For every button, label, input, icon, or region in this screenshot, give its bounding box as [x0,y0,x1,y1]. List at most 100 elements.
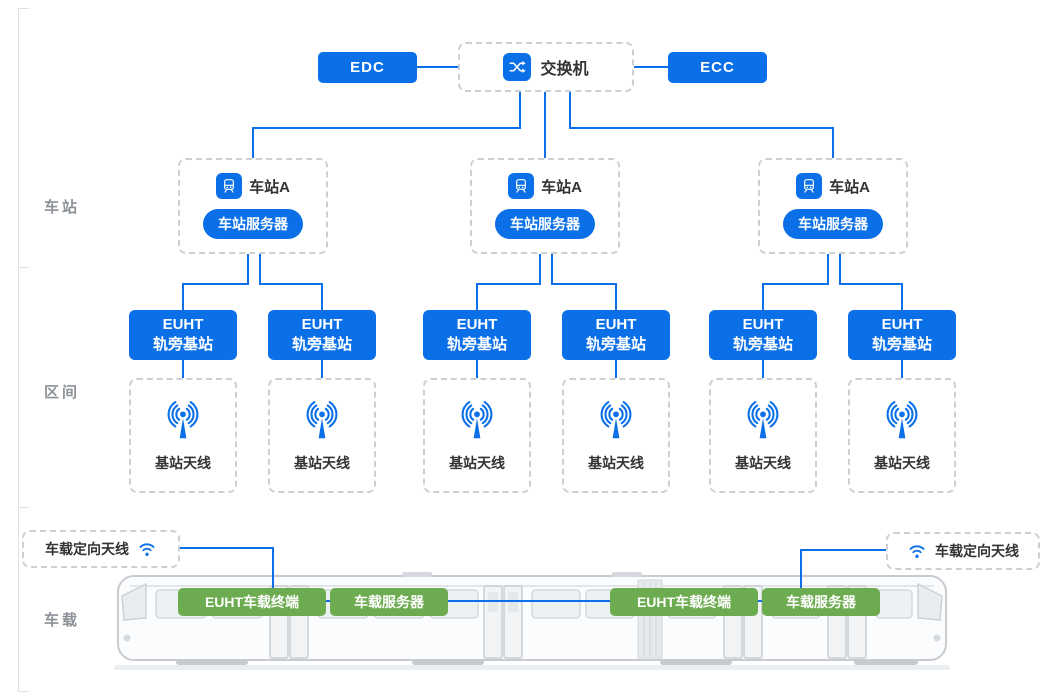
euht-base-station-2: EUHT 轨旁基站 [268,310,376,360]
base-antenna-label: 基站天线 [588,454,644,471]
station-name: 车站A [541,178,582,196]
connector-line [326,600,330,602]
connector-line [901,283,903,310]
base-antenna-node-5: 基站天线 [709,378,817,493]
connector-line [182,283,184,310]
connector-line [551,283,617,285]
connector-line [417,66,458,68]
connector-line [800,549,802,590]
connector-line [839,254,841,283]
onboard-directional-antenna-left: 车载定向天线 [22,530,180,568]
section-guide-tick [18,8,29,9]
connector-line [259,283,323,285]
connector-line [762,283,764,310]
base-antenna-label: 基站天线 [874,454,930,471]
base-antenna-label: 基站天线 [449,454,505,471]
section-guide-tick [18,691,29,692]
broadcast-antenna-icon [879,399,925,445]
switch-label: 交换机 [540,61,589,78]
connector-line [259,254,261,283]
switch-icon [503,53,532,81]
switch-node: 交换机 [458,42,634,92]
station-server-badge: 车站服务器 [203,209,303,239]
section-guide-line [18,8,19,692]
connector-line [252,127,254,158]
connector-line [832,127,834,158]
station-header: 车站A [796,173,870,199]
connector-line [519,92,521,127]
onboard-server-badge-2: 车载服务器 [762,588,880,616]
base-antenna-label: 基站天线 [735,454,791,471]
metro-train-icon [508,173,535,199]
connector-line [800,549,886,551]
connector-line [448,600,610,602]
euht-line2: 轨旁基站 [732,336,793,353]
connector-line [247,254,249,283]
section-guide-tick [18,267,29,268]
base-antenna-node-2: 基站天线 [268,378,376,493]
station-header: 车站A [508,173,582,199]
onboard-antenna-label: 车载定向天线 [45,541,129,557]
connector-line [762,283,829,285]
section-guide-tick [18,507,29,508]
euht-line2: 轨旁基站 [152,336,213,353]
connector-line [252,127,521,129]
euht-base-station-6: EUHT 轨旁基站 [848,310,956,360]
connector-line [551,254,553,283]
tram-illustration [112,562,952,674]
base-antenna-label: 基站天线 [155,454,211,471]
connector-line [321,283,323,310]
connector-line [476,283,478,310]
connector-line [758,600,762,602]
wifi-icon [137,540,157,558]
onboard-terminal-badge-2: EUHT车载终端 [610,588,758,616]
euht-line2: 轨旁基站 [585,336,646,353]
euht-line1: EUHT [595,315,637,333]
base-antenna-node-1: 基站天线 [129,378,237,493]
base-antenna-node-3: 基站天线 [423,378,531,493]
connector-line [321,360,323,378]
station-node-2: 车站A 车站服务器 [470,158,620,254]
section-label-station: 车站 [44,199,81,216]
euht-line1: EUHT [301,315,343,333]
connector-line [569,92,571,127]
euht-line1: EUHT [456,315,498,333]
edc-node: EDC [318,52,417,83]
onboard-terminal-badge-1: EUHT车载终端 [178,588,326,616]
broadcast-antenna-icon [160,399,206,445]
connector-line [539,254,541,283]
euht-line1: EUHT [881,315,923,333]
euht-base-station-3: EUHT 轨旁基站 [423,310,531,360]
euht-line1: EUHT [742,315,784,333]
station-name: 车站A [829,178,870,196]
connector-line [476,283,541,285]
station-header: 车站A [216,173,290,199]
station-name: 车站A [249,178,290,196]
connector-line [544,92,546,158]
connector-line [901,360,903,378]
connector-line [180,547,274,549]
connector-line [272,547,274,590]
metro-train-icon [216,173,243,199]
euht-base-station-4: EUHT 轨旁基站 [562,310,670,360]
base-antenna-label: 基站天线 [294,454,350,471]
connector-line [839,283,903,285]
connector-line [634,66,668,68]
connector-line [615,360,617,378]
wifi-icon [907,542,927,560]
euht-line2: 轨旁基站 [871,336,932,353]
broadcast-antenna-icon [593,399,639,445]
connector-line [476,360,478,378]
broadcast-antenna-icon [740,399,786,445]
section-label-segment: 区间 [44,384,81,401]
connector-line [827,254,829,283]
base-antenna-node-6: 基站天线 [848,378,956,493]
station-server-badge: 车站服务器 [783,209,883,239]
station-node-1: 车站A 车站服务器 [178,158,328,254]
connector-line [569,127,834,129]
connector-line [762,360,764,378]
broadcast-antenna-icon [454,399,500,445]
euht-line2: 轨旁基站 [446,336,507,353]
onboard-directional-antenna-right: 车载定向天线 [886,532,1040,570]
